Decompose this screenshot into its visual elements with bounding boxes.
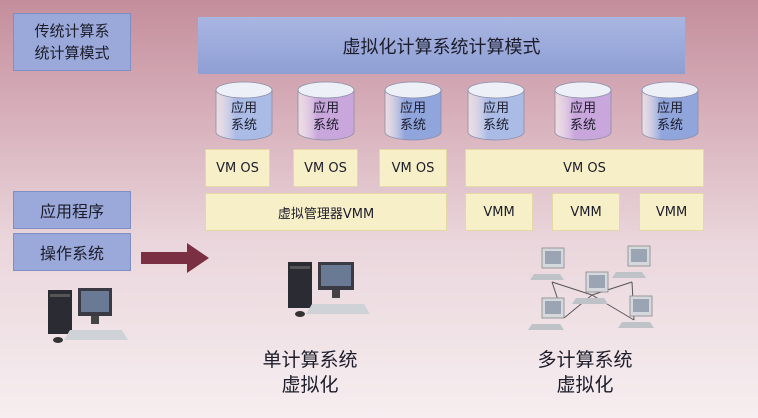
cylinder-label: 应用系统 xyxy=(482,101,509,133)
cylinder-label: 应用系统 xyxy=(399,101,426,133)
application-label: 应用程序 xyxy=(13,191,131,229)
single-system-caption: 单计算系统虚拟化 xyxy=(262,349,358,396)
desktop-computer-icon xyxy=(288,262,370,317)
traditional-mode-label: 传统计算系统计算模式 xyxy=(13,13,131,71)
vmm-box: VMM xyxy=(639,193,704,231)
application-system-cylinder: 应用系统 xyxy=(553,80,613,142)
vm-os-box: VM OS xyxy=(379,149,447,187)
vm-os-box: VM OS xyxy=(465,149,704,187)
application-system-cylinder: 应用系统 xyxy=(640,80,700,142)
application-system-cylinder: 应用系统 xyxy=(466,80,526,142)
arrow-right-icon xyxy=(141,243,209,273)
vmm-box: VMM xyxy=(552,193,620,231)
virtualization-mode-banner: 虚拟化计算系统计算模式 xyxy=(198,17,685,74)
computer-network-icon xyxy=(528,245,654,330)
hypervisor-box: 虚拟管理器VMM xyxy=(205,193,447,231)
cylinder-label: 应用系统 xyxy=(312,101,339,133)
desktop-computer-icon xyxy=(48,288,128,343)
multi-system-caption: 多计算系统虚拟化 xyxy=(537,349,633,396)
vm-os-box: VM OS xyxy=(293,149,358,187)
cylinder-label: 应用系统 xyxy=(230,101,257,133)
os-label: 操作系统 xyxy=(13,233,131,271)
application-system-cylinder: 应用系统 xyxy=(383,80,443,142)
vm-os-box: VM OS xyxy=(205,149,270,187)
cylinder-label: 应用系统 xyxy=(656,101,683,133)
application-system-cylinder: 应用系统 xyxy=(296,80,356,142)
vmm-box: VMM xyxy=(465,193,533,231)
application-system-cylinder: 应用系统 xyxy=(214,80,274,142)
cylinder-label: 应用系统 xyxy=(569,101,596,133)
